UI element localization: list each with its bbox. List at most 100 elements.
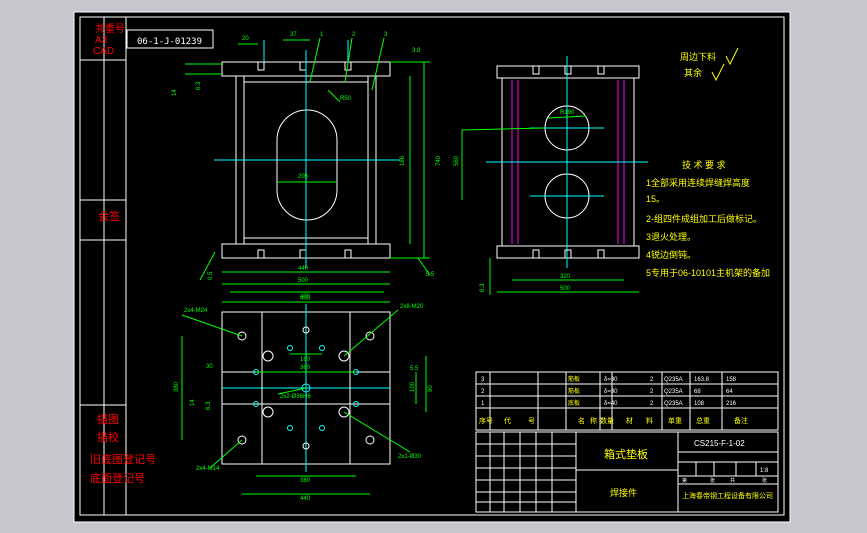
title-block <box>475 431 779 513</box>
roughness-note: 周边下料 其余 <box>680 47 739 82</box>
front-view-dimension-texts: 1 2 3 20 37 3.8 14 6.3 R50 205 186 740 4… <box>172 32 442 300</box>
drawing-number-box <box>126 29 214 49</box>
drawing-number-text: 06-1-J-01239 <box>137 37 202 47</box>
hdr-unit: 单重 <box>668 416 682 425</box>
side-view-texts: 560 320 500 6.3 R190 <box>454 110 575 292</box>
strip-label-countersign: 会签 <box>98 209 120 223</box>
hole-callout-m20: 2x8-M20 <box>400 304 424 310</box>
roughness-symbol <box>711 47 739 82</box>
parts-row3-no: 1 <box>481 401 485 407</box>
parts-list-header: 序号 代 号 名 称 数量 材 料 单重 总重 备注 <box>479 416 748 425</box>
drawing-code: CS215-F-1-02 <box>694 439 745 448</box>
plan-dim-30: 30 <box>206 364 213 370</box>
sheet-label-3: 共 <box>730 477 735 484</box>
sheet-label-2: 张 <box>710 477 715 484</box>
title-text: 箱式垫板 <box>604 447 648 461</box>
parts-row3-tw: 216 <box>726 401 737 407</box>
plan-dim-400: 400 <box>300 296 311 302</box>
dim-5-5: 5.5 <box>426 272 435 278</box>
dim-37: 37 <box>290 32 297 38</box>
parts-list <box>475 371 779 431</box>
technical-requirements: 技 术 要 求 1全部采用连续焊缝焊高度 15。 2-组四件成组加工后做标记。 … <box>646 159 770 278</box>
plan-dim-440: 440 <box>300 496 311 502</box>
side-dim-500: 500 <box>560 286 571 292</box>
sheet-label-4: 张 <box>762 477 767 484</box>
parts-row2-name: 筋板 <box>568 387 580 395</box>
title-block-text: 箱式垫板 CS215-F-1-02 焊接件 上海春帝钢工程设备有限公司 1:8 … <box>604 439 773 500</box>
dim-205: 205 <box>298 174 309 180</box>
parts-row1-name: 筋板 <box>568 375 580 383</box>
tech-title: 技 术 要 求 <box>682 159 726 170</box>
parts-row3-mat: Q235A <box>664 401 683 407</box>
dim-6-3: 6.3 <box>196 81 202 90</box>
tech-item-1b: 15。 <box>646 194 665 204</box>
dim-740: 740 <box>436 155 442 166</box>
callout-2: 2 <box>352 32 356 38</box>
drawing-frame <box>79 16 785 516</box>
parts-row1-mat: Q235A <box>664 377 683 383</box>
hole-callout-phi30: 2x1-Ø30 <box>398 454 422 460</box>
strip-label-check: 描校 <box>97 430 119 444</box>
dim-400: 400 <box>300 294 311 300</box>
hdr-mat2: 料 <box>646 416 653 425</box>
model-space <box>73 11 791 523</box>
scale-text: 1:8 <box>760 468 769 474</box>
hdr-total: 总重 <box>696 416 710 425</box>
strip-label-cad: CAD <box>93 46 114 57</box>
sheet-label-1: 第 <box>682 477 687 484</box>
plan-dim-14: 14 <box>190 399 196 406</box>
hdr-seq: 序号 <box>479 416 493 425</box>
side-view <box>461 56 648 295</box>
parts-row2-no: 2 <box>481 389 485 395</box>
dim-r50: R50 <box>340 96 352 102</box>
tech-item-4: 4锐边倒钝。 <box>646 249 696 260</box>
hdr-code2: 号 <box>528 417 535 425</box>
hdr-qty: 数量 <box>600 416 614 425</box>
dim-0-5: 0.5 <box>208 271 214 280</box>
hdr-name1: 名 <box>578 416 585 425</box>
subtitle-text: 焊接件 <box>610 487 637 498</box>
parts-row2-thk: δ=30 <box>604 389 618 395</box>
strip-label-weight: 共重号 <box>95 22 125 35</box>
side-label-r190: R190 <box>560 110 575 116</box>
dim-20: 20 <box>242 36 249 42</box>
tech-item-1: 1全部采用连续焊缝焊高度 <box>646 177 750 188</box>
strip-label-base-register: 底面登记号 <box>90 471 145 485</box>
dim-440: 440 <box>298 266 309 272</box>
plan-dim-160: 160 <box>300 357 311 363</box>
tech-item-5: 5专用于06-10101主机架的备加 <box>646 267 770 278</box>
hdr-name2: 称 <box>590 416 597 425</box>
parts-row2-mat: Q235A <box>664 389 683 395</box>
dim-500: 500 <box>298 278 309 284</box>
roughness-text-rest: 其余 <box>684 67 702 78</box>
hdr-mat1: 材 <box>626 416 633 425</box>
plan-view-texts: 2x4-M24 2x8-M20 2x2-Ø36H6 2x4-M14 2x1-Ø3… <box>174 296 434 502</box>
parts-row2-w: 68 <box>694 389 701 395</box>
hdr-code1: 代 <box>504 416 511 425</box>
hole-callout-m14: 2x4-M14 <box>196 466 220 472</box>
parts-row1-no: 3 <box>481 377 485 383</box>
tech-item-3: 3退火处理。 <box>646 231 696 242</box>
dim-186: 186 <box>400 155 406 166</box>
hdr-remark: 备注 <box>734 416 748 425</box>
plan-dim-5-5: 5.5 <box>410 366 419 372</box>
company-text: 上海春帝钢工程设备有限公司 <box>682 491 773 500</box>
parts-row2-qty: 2 <box>650 389 654 395</box>
strip-label-trace: 描图 <box>97 412 119 426</box>
parts-row3-name: 底板 <box>568 399 580 407</box>
plan-dim-90: 90 <box>428 385 434 392</box>
left-strip: 共重号 A3 CAD 会签 描图 描校 旧底图登记号 底面登记号 <box>90 22 156 485</box>
roughness-text-cut: 周边下料 <box>680 51 716 62</box>
plan-dim-380-left: 380 <box>174 381 180 392</box>
dim-14: 14 <box>172 89 178 96</box>
plan-dim-360: 360 <box>300 365 311 371</box>
callout-1: 1 <box>320 32 324 38</box>
strip-label-old-register: 旧底图登记号 <box>90 452 156 466</box>
parts-row1-tw: 158 <box>726 377 737 383</box>
plan-dim-100: 100 <box>410 381 416 392</box>
side-dim-560: 560 <box>454 155 460 166</box>
hole-callout-m24: 2x4-M24 <box>184 308 208 314</box>
side-dim-6-3: 6.3 <box>480 283 486 292</box>
parts-row3-thk: δ=40 <box>604 401 618 407</box>
